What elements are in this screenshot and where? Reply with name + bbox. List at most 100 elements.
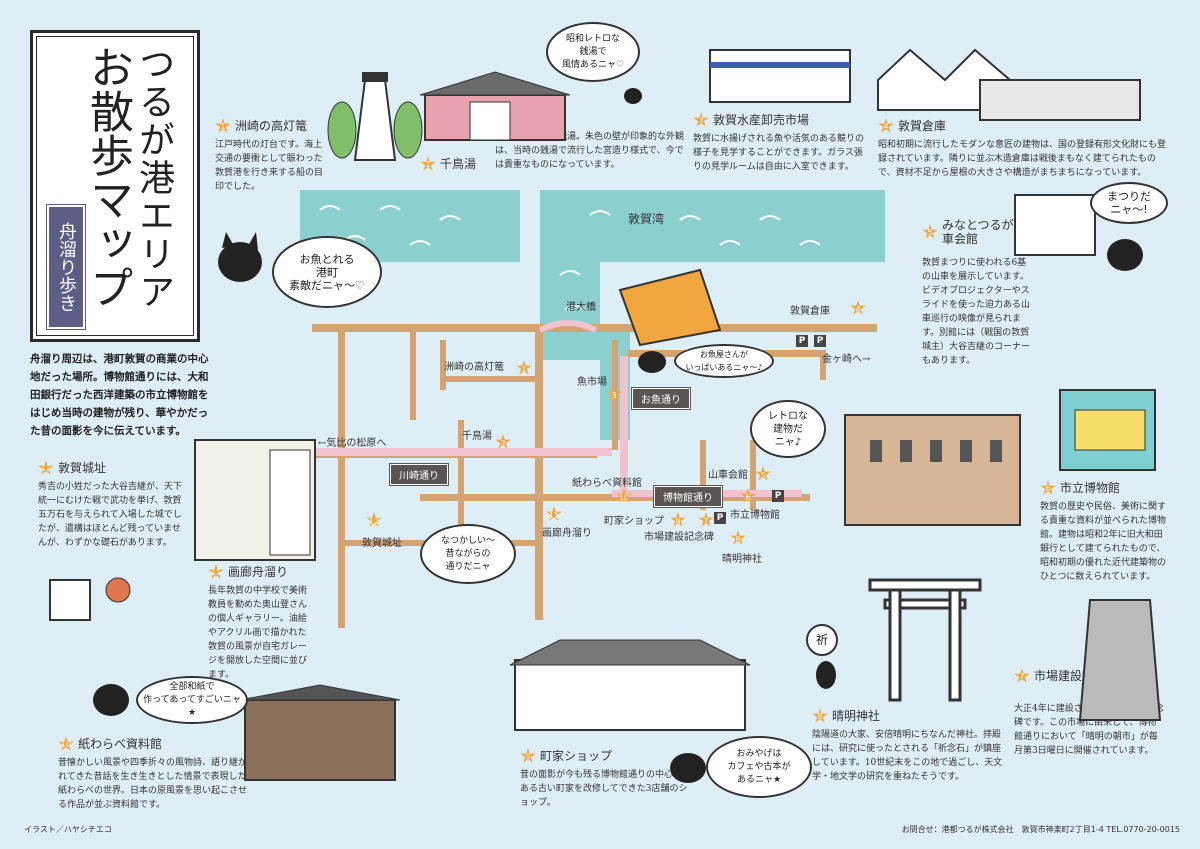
- parking-icon: P: [772, 490, 784, 502]
- speech-bubble: おみやげは カフェや古本が あるニャ★: [706, 736, 812, 798]
- road-hakubutsukan: [420, 494, 810, 501]
- painter-illustration: [49, 577, 131, 621]
- road-v8: [820, 350, 826, 380]
- machiya-illustration: [509, 639, 751, 731]
- label-bay: 敦賀湾: [628, 212, 665, 226]
- spot-desc: 昔懐かしい風景や四季折々の風物詩、語り継がれてきた昔話を生き生きとした情景で表現…: [58, 758, 248, 810]
- fish-market-illustration: [709, 49, 851, 103]
- spot-name: 町家ショップ: [540, 749, 613, 763]
- title-line1: つるが港エリア: [133, 45, 174, 311]
- spot-name: 晴明神社: [832, 709, 881, 723]
- parking-icon: P: [814, 335, 826, 347]
- label-kehi: ←気比の松原へ: [318, 438, 387, 449]
- label-monument: 市場建設記念碑: [644, 532, 714, 543]
- torii-illustration: [868, 578, 982, 702]
- road-mid: [440, 376, 540, 382]
- street-hakubutsukan: 博物館通り: [653, 485, 723, 508]
- speech-bubble: なつかしい〜 昔ながらの 通りだニャ: [420, 524, 516, 584]
- lighthouse-illustration: [327, 72, 423, 161]
- float-illustration: [1059, 389, 1156, 471]
- road-left-vertical: [338, 330, 345, 628]
- parking-icon: P: [714, 512, 726, 524]
- spot-name: 紙わらべ資料館: [78, 737, 163, 751]
- spot-desc: 長年敦賀の中学校で美術教員を勤めた奥山登さんの個人ギャラリー。油絵やアクリル画で…: [208, 586, 308, 680]
- title-box: つるが港エリア お散歩マップ 舟溜り歩き: [30, 30, 200, 342]
- spot-desc: 敦賀に水揚げされる魚や活気のある競りの様子を見学することができます。ガラス張りの…: [693, 134, 865, 172]
- spot-desc: 昔の面影が今も残る博物館通りの中心にある古い町家を改修してできた3店舗のショップ…: [520, 770, 688, 808]
- illustration-credit: イラスト／ハヤシチエコ: [24, 825, 112, 834]
- speech-bubble: 祈: [806, 624, 838, 656]
- spot-name: 市立博物館: [1060, 481, 1121, 495]
- label-kanegasaki: 金ヶ崎へ→: [822, 354, 871, 365]
- tairyo-flag-illustration: [618, 268, 722, 347]
- spot-2-desc: 昭和初期創業の銭湯。朱色の壁が印象的な外観は、当時の銭湯で流行した宮造り様式で、…: [495, 130, 685, 172]
- title-line2: お散歩マップ: [82, 45, 133, 309]
- speech-bubble: レトロな 建物だ ニャ♪: [750, 400, 826, 458]
- speech-bubble: 全部和紙で 作ってあってすごいニャ★: [136, 676, 248, 724]
- road-v2: [410, 330, 416, 420]
- road-v9: [458, 420, 464, 540]
- label-bridge: 港大橋: [566, 302, 596, 313]
- spot-desc: 陰陽道の大家、安倍晴明にちなんだ神社。拝殿には、研究に使ったとされる「祈念石」が…: [812, 730, 1003, 782]
- spot-desc: 秀吉の小姓だった大谷吉継が、天下統一にむけた戦で武功を挙げ、敦賀五万石を与えられ…: [38, 482, 182, 548]
- museum-illustration: [844, 414, 1021, 526]
- pink-street-kawasaki: [312, 448, 612, 456]
- street-kawasaki: 川崎通り: [389, 463, 449, 486]
- kamiwarabe-illustration: [239, 684, 401, 781]
- road-v3: [440, 340, 446, 390]
- speech-bubble: 昭和レトロな 銭湯で 風情あるニャ♡: [546, 22, 640, 82]
- label-toro: 洲崎の高灯篭: [444, 362, 504, 373]
- spot-name: 敦賀倉庫: [898, 119, 947, 133]
- label-castle: 敦賀城址: [362, 538, 402, 549]
- spot-name: 画廊舟溜り: [228, 565, 289, 579]
- canal-water: [540, 262, 630, 440]
- road-v6: [700, 440, 706, 510]
- intro-text: 舟溜り周辺は、港町敦賀の商業の中心地だった場所。博物館通りには、大和田銀行だった…: [30, 353, 209, 437]
- spot-name: みなとつるが山車会館: [942, 218, 1026, 246]
- label-museum: 市立博物館: [730, 510, 780, 521]
- road-main-vertical: [535, 330, 543, 620]
- dashi-hall-illustration: [1014, 194, 1096, 256]
- speech-bubble: まつりだ ニャ〜!: [1090, 182, 1168, 224]
- bay-water-main: [540, 190, 885, 345]
- road-v7: [750, 440, 756, 510]
- label-machiya: 町家ショップ: [604, 516, 664, 527]
- spot-name: 敦賀水産卸売市場: [713, 113, 810, 127]
- label-chidori: 千鳥湯: [462, 431, 492, 442]
- cat-icon: [93, 88, 1143, 783]
- spot-name: 千鳥湯: [440, 157, 477, 171]
- contact-info: お問合せ：港都つるが株式会社 敦賀市神楽町2丁目1-4 TEL.0770-20-…: [901, 825, 1180, 834]
- warehouse-illustration: [877, 48, 1141, 121]
- label-seimei: 晴明神社: [722, 554, 762, 565]
- spot-name: 洲崎の高灯篭: [235, 119, 308, 133]
- label-warehouse: 敦賀倉庫: [790, 306, 830, 317]
- label-fish-market: 魚市場: [577, 377, 607, 388]
- monument-illustration: [1078, 599, 1162, 721]
- label-kamiwarabe: 紙わらべ資料館: [572, 478, 642, 489]
- spot-desc: 昭和初期に流行したモダンな意匠の建物は、国の登録有形文化財にも登録されています。…: [878, 140, 1167, 178]
- spot-desc: 敦賀まつりに使われる6基の山車を展示しています。ビデオプロジェクターやスライドを…: [922, 258, 1031, 366]
- pink-street-osakana: [620, 356, 628, 496]
- label-gallery: 画廊舟溜り: [542, 528, 592, 539]
- street-osakana: お魚通り: [631, 387, 691, 410]
- speech-bubble: お魚とれる 港町 素敵だニャ〜♡: [272, 236, 382, 308]
- speech-bubble: お魚屋さんが いっぱいあるニャ〜♪: [674, 344, 774, 378]
- castle-illustration: [194, 439, 316, 561]
- spot-desc: 江戸時代の灯台です。海上交通の要衝として賑わった敦賀港を行き来する船の目印でした…: [215, 140, 324, 192]
- spot-desc: 昭和初期創業の銭湯。朱色の壁が印象的な外観は、当時の銭湯で流行した宮造り様式で、…: [495, 132, 685, 170]
- spot-name: 敦賀城址: [58, 461, 107, 475]
- parking-icon: P: [796, 335, 808, 347]
- label-dashi: 山車会館: [708, 470, 748, 481]
